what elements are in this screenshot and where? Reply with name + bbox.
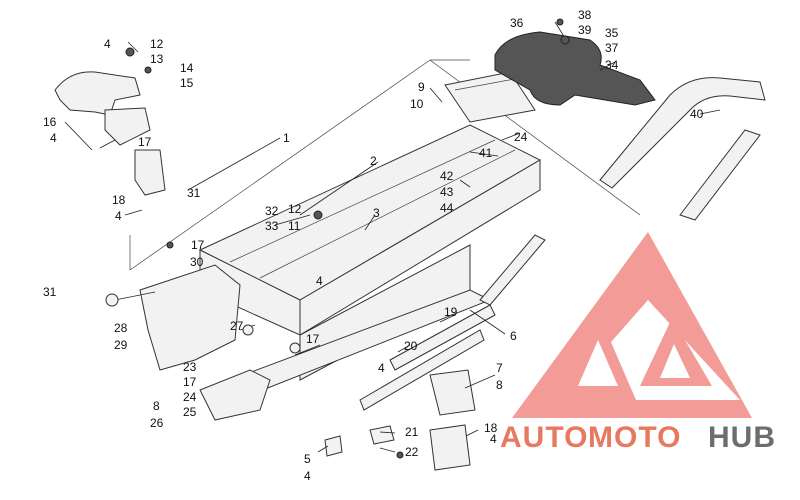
callout-31a: 31 [187, 186, 201, 200]
callout-31b: 31 [43, 285, 57, 299]
callout-12b: 12 [288, 202, 302, 216]
callout-8a: 8 [153, 399, 160, 413]
callout-28: 28 [114, 321, 128, 335]
front-brackets [54, 71, 271, 421]
callout-33: 33 [265, 219, 279, 233]
callout-8b: 8 [496, 378, 503, 392]
watermark-word-moto: MOTO [588, 421, 681, 454]
callout-38: 38 [578, 8, 592, 22]
callout-7: 7 [496, 361, 503, 375]
callout-5: 5 [304, 452, 311, 466]
callout-1: 1 [283, 131, 290, 145]
callout-17d: 17 [183, 375, 197, 389]
callout-30: 30 [190, 255, 204, 269]
callout-4c: 4 [115, 209, 122, 223]
rear-tunnel-plate [444, 71, 536, 123]
callout-20: 20 [404, 339, 418, 353]
leader-lines [64, 21, 721, 453]
callout-labels: 1 2 3 4 4 4 4 4 4 4 5 6 7 8 8 9 10 11 12… [43, 8, 704, 483]
callout-26: 26 [150, 416, 164, 430]
callout-32: 32 [265, 204, 279, 218]
callout-15: 15 [180, 76, 194, 90]
callout-29: 29 [114, 338, 128, 352]
callout-19: 19 [444, 305, 458, 319]
traction-plates [324, 369, 476, 471]
callout-10: 10 [410, 97, 424, 111]
callout-17a: 17 [138, 135, 152, 149]
callout-16: 16 [43, 115, 57, 129]
callout-41: 41 [479, 146, 493, 160]
callout-24a: 24 [183, 390, 197, 404]
rear-storage [494, 31, 656, 106]
callout-4f: 4 [304, 469, 311, 483]
callout-4e: 4 [378, 361, 385, 375]
callout-22: 22 [405, 445, 419, 459]
watermark-word-auto: AUTO [500, 421, 588, 454]
watermark-logo [512, 232, 752, 418]
callout-43: 43 [440, 185, 454, 199]
watermark-text: AUTO MOTO HUB [500, 421, 776, 454]
callout-37: 37 [605, 41, 619, 55]
callout-17c: 17 [306, 332, 320, 346]
callout-40: 40 [690, 107, 704, 121]
callout-17b: 17 [191, 238, 205, 252]
rear-bumper [599, 77, 766, 221]
callout-36: 36 [510, 16, 524, 30]
callout-42: 42 [440, 169, 454, 183]
callout-9: 9 [418, 80, 425, 94]
watermark-word-hub: HUB [708, 421, 776, 454]
callout-44: 44 [440, 201, 454, 215]
callout-3: 3 [373, 206, 380, 220]
tunnel-chassis [198, 124, 542, 336]
callout-18b: 18 [484, 421, 498, 435]
side-rails [359, 234, 546, 411]
callout-27: 27 [230, 319, 244, 333]
callout-25: 25 [183, 405, 197, 419]
callout-35: 35 [605, 26, 619, 40]
callout-23: 23 [183, 360, 197, 374]
callout-4b: 4 [50, 131, 57, 145]
callout-4d: 4 [316, 274, 323, 288]
callout-34: 34 [605, 58, 619, 72]
hardware-fasteners [105, 18, 570, 459]
callout-13: 13 [150, 52, 164, 66]
callout-14: 14 [180, 61, 194, 75]
callout-2: 2 [370, 154, 377, 168]
callout-11: 11 [288, 219, 301, 233]
callout-4g: 4 [490, 432, 497, 446]
callout-18a: 18 [112, 193, 126, 207]
callout-6: 6 [510, 329, 517, 343]
callout-21: 21 [405, 425, 419, 439]
callout-39: 39 [578, 23, 592, 37]
callout-4a: 4 [104, 37, 111, 51]
callout-12a: 12 [150, 37, 164, 51]
callout-24b: 24 [514, 130, 528, 144]
